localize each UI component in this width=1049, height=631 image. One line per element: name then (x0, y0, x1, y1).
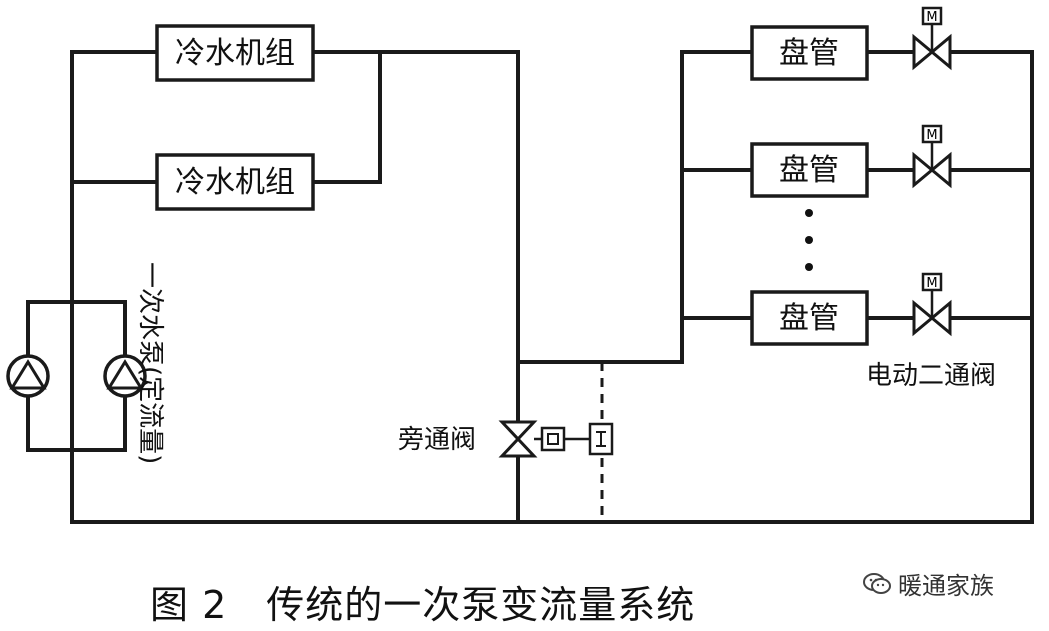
two-way-valve-label: 电动二通阀 (866, 361, 996, 391)
coil-1: 盘管 (750, 25, 869, 81)
coil-2-label: 盘管 (779, 153, 839, 188)
svg-text:M: M (926, 10, 937, 25)
pressure-sensor-icon (588, 422, 614, 456)
svg-text:M: M (926, 128, 937, 143)
coil-3-label: 盘管 (779, 301, 839, 336)
two-way-valve-2-icon: M (912, 124, 952, 189)
pump-group-label: 一次水泵(定流量) (135, 262, 165, 464)
chiller-1-label: 冷水机组 (175, 36, 295, 71)
chiller-2: 冷水机组 (155, 153, 315, 211)
chiller-2-label: 冷水机组 (175, 165, 295, 200)
bypass-valve-icon (498, 420, 590, 458)
svg-text:M: M (926, 276, 937, 291)
pump-1-icon (6, 354, 50, 398)
pump-2-icon (103, 354, 147, 398)
ellipsis-dots (805, 209, 813, 271)
bypass-valve-label: 旁通阀 (398, 425, 476, 455)
coil-3: 盘管 (750, 290, 869, 346)
watermark-text: 暖通家族 (898, 572, 994, 600)
coil-2: 盘管 (750, 142, 869, 198)
figure-caption: 图 2 传统的一次泵变流量系统 (150, 583, 696, 627)
two-way-valve-1-icon: M (912, 6, 952, 71)
wechat-icon (863, 572, 891, 594)
chiller-1: 冷水机组 (155, 24, 315, 82)
coil-1-label: 盘管 (779, 36, 839, 71)
two-way-valve-3-icon: M (912, 272, 952, 337)
watermark: 暖通家族 (862, 566, 994, 601)
